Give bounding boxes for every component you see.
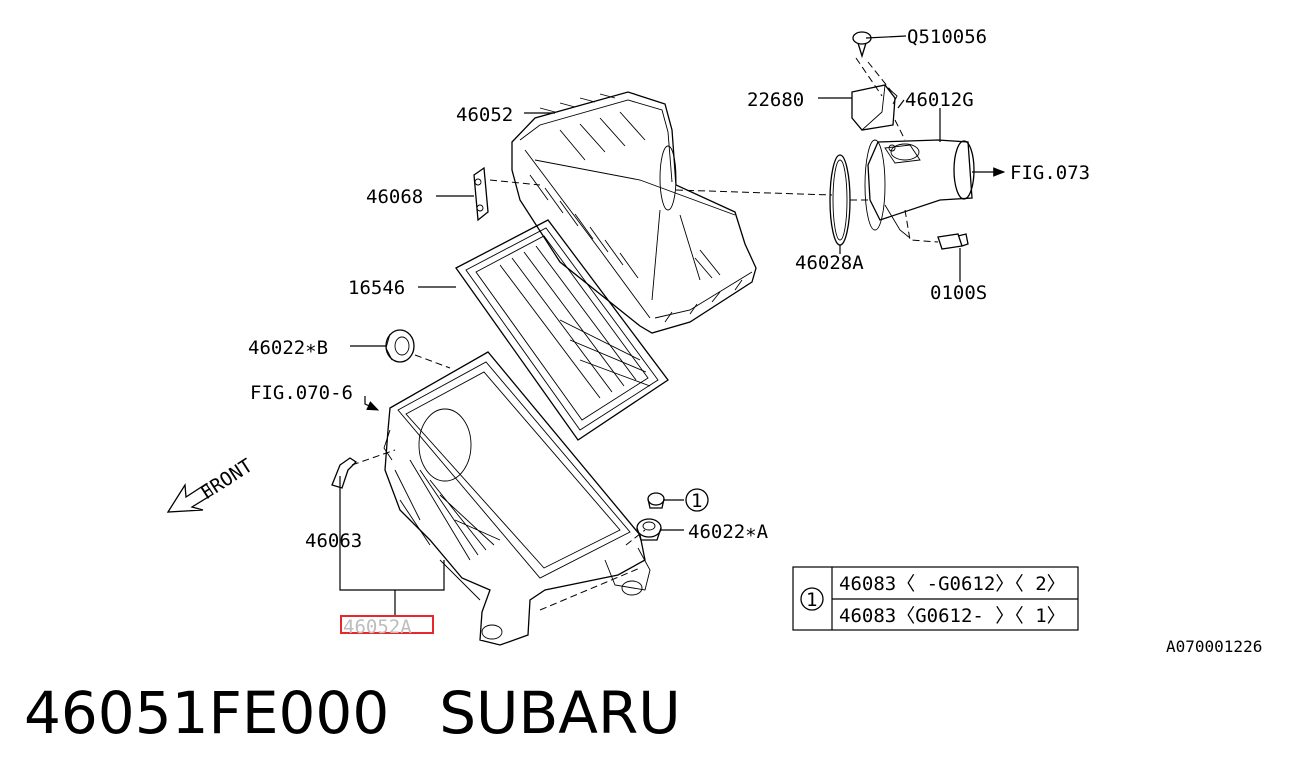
- sensor-22680-drawing: [851, 84, 898, 131]
- brand-name: SUBARU: [439, 679, 681, 747]
- table-circle-marker-icon: [800, 587, 824, 611]
- gasket-46028a-drawing: [829, 154, 851, 246]
- upper-case-drawing: [511, 91, 757, 334]
- hose-46063-drawing: [331, 449, 396, 489]
- label-46028a: 46028A: [795, 252, 864, 274]
- label-fig070-6: FIG.070-6: [250, 382, 353, 404]
- label-circle1: 1: [691, 490, 702, 512]
- table-row-1: 46083〈 -G0612〉〈 2〉: [839, 573, 1066, 595]
- caption: 46051FE000 SUBARU: [24, 680, 681, 747]
- figure-reference: A070001226: [1166, 637, 1262, 656]
- table-row-2: 46083〈G0612- 〉〈 1〉: [839, 605, 1066, 627]
- filter-element-drawing: [455, 219, 669, 441]
- grommet-46022a-drawing: [636, 518, 662, 541]
- reference-table: 1 46083〈 -G0612〉〈 2〉 46083〈G0612- 〉〈 1〉: [792, 566, 1079, 631]
- label-0100s: 0100S: [930, 282, 987, 304]
- table-marker: 1: [806, 589, 817, 611]
- label-q510056: Q510056: [907, 26, 987, 48]
- lower-case-drawing: [383, 351, 651, 646]
- screw-q510056-drawing: [852, 31, 872, 59]
- highlight-box: [340, 615, 434, 634]
- label-22680: 22680: [747, 89, 804, 111]
- label-16546: 16546: [348, 277, 405, 299]
- clip-circle1-drawing: [647, 492, 665, 509]
- bolt-0100s-drawing: [937, 233, 969, 250]
- label-46022a: 46022∗A: [688, 521, 769, 543]
- label-46012g: 46012G: [905, 89, 974, 111]
- bracket-46068-drawing: [473, 166, 489, 222]
- circle-marker-icon: [685, 488, 709, 512]
- leader-lines: [339, 35, 1006, 616]
- label-46052: 46052: [456, 104, 513, 126]
- label-fig073: FIG.073: [1010, 162, 1090, 184]
- front-label: FRONT: [197, 455, 257, 505]
- label-46022b: 46022∗B: [248, 337, 328, 359]
- part-number: 46051FE000: [24, 679, 390, 747]
- assembly-dashed-lines: [414, 57, 939, 611]
- grommet-46022b-drawing: [385, 329, 415, 363]
- label-46052a: 46052A: [343, 616, 412, 638]
- front-arrow-icon: FRONT: [166, 455, 257, 513]
- label-46068: 46068: [366, 186, 423, 208]
- label-46063: 46063: [305, 530, 362, 552]
- part-labels: Q510056 22680 46012G FIG.073 46052 46068…: [248, 26, 1090, 638]
- intake-boot-46012g-drawing: [864, 139, 975, 239]
